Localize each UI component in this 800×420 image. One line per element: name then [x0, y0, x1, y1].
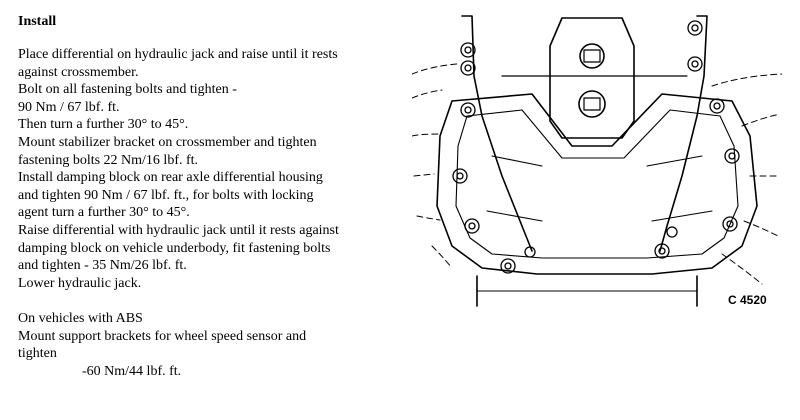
- instruction-line: damping block on vehicle underbody, fit …: [18, 240, 331, 256]
- differential-drawing: C 4520: [412, 15, 782, 307]
- paragraph-gap: [18, 292, 398, 310]
- abs-torque: -60 Nm/44 lbf. ft.: [82, 363, 182, 379]
- instruction-line: 90 Nm / 67 lbf. ft.: [18, 99, 120, 115]
- bracket-bolt-upper: [579, 43, 605, 69]
- stabilizer-bracket: [549, 17, 635, 139]
- bracket-bolt-upper-head: [583, 49, 601, 63]
- instruction-text: Install Place differential on hydraulic …: [18, 14, 398, 380]
- section-heading: Install: [18, 14, 57, 29]
- figure-label: C 4520: [728, 293, 767, 307]
- instruction-line: and tighten 90 Nm / 67 lbf. ft., for bol…: [18, 187, 314, 203]
- crossmember-outline-right: [659, 15, 708, 252]
- instruction-line: and tighten - 35 Nm/26 lbf. ft.: [18, 258, 187, 274]
- instruction-line: Bolt on all fastening bolts and tighten …: [18, 82, 237, 98]
- housing-bolts: [452, 20, 740, 274]
- instruction-line: Lower hydraulic jack.: [18, 275, 142, 291]
- instruction-line: Then turn a further 30° to 45°.: [18, 117, 189, 133]
- bracket-bolt-lower: [578, 90, 606, 118]
- instruction-line: Install damping block on rear axle diffe…: [18, 170, 323, 186]
- instruction-line: fastening bolts 22 Nm/16 lbf. ft.: [18, 152, 199, 168]
- instruction-line: Mount stabilizer bracket on crossmember …: [18, 134, 317, 150]
- abs-line: Mount support brackets for wheel speed s…: [18, 328, 307, 344]
- housing-inner-edge: [455, 109, 739, 259]
- abs-subheading: On vehicles with ABS: [18, 310, 143, 326]
- instruction-line: Raise differential with hydraulic jack u…: [18, 222, 339, 238]
- bracket-bolt-lower-head: [583, 97, 601, 111]
- differential-housing: [436, 93, 758, 275]
- abs-line: tighten: [18, 346, 57, 362]
- differential-illustration: C 4520: [412, 6, 782, 316]
- instruction-line: Place differential on hydraulic jack and…: [18, 47, 338, 62]
- crossmember-outline-left: [461, 15, 533, 252]
- instruction-line: agent turn a further 30° to 45°.: [18, 205, 190, 221]
- instruction-line: against crossmember.: [18, 64, 139, 80]
- surrounding-lines: [412, 63, 782, 285]
